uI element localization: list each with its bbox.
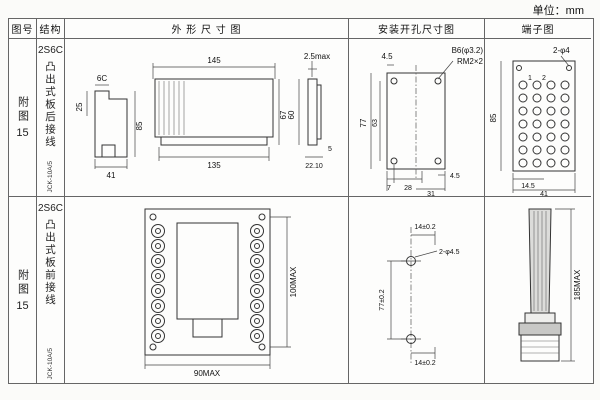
header-terminal: 端子图 <box>485 19 591 39</box>
note-2-phi45: 2-φ4.5 <box>439 249 460 256</box>
submodel-label-2: JCK-10A/5 <box>47 347 54 379</box>
mounting-drawing-front: 14±0.2 2-φ4.5 77±0.2 14±0.2 <box>379 224 460 367</box>
structure-label-2: 凸出式板前接线 <box>44 219 56 307</box>
plate-view <box>144 208 270 356</box>
dim-63: 63 <box>372 119 379 127</box>
header-fig: 图号 <box>9 19 37 39</box>
dim-2210: 22.10 <box>305 163 323 170</box>
cutout-outline <box>386 64 445 179</box>
dim-41: 41 <box>106 171 115 180</box>
fig-number-2: 15 <box>16 299 29 312</box>
dim-14-5: 14.5 <box>521 183 535 190</box>
dim-5: 5 <box>328 146 332 153</box>
structure-cell: 2S6C 凸出式板后接线 JCK-10A/5 <box>37 39 65 197</box>
terminal-drawing-cell-rear: 2-φ4 1 2 85 14.5 41 <box>485 39 591 197</box>
terminal-drawing-rear: 2-φ4 1 2 85 14.5 41 <box>489 46 576 198</box>
dim-77-front: 77±0.2 <box>379 289 386 310</box>
terminal-drawing-front: 185MAX <box>518 208 582 362</box>
relay-side-profile <box>518 208 562 362</box>
dim-85: 85 <box>135 121 144 130</box>
dim-85-terminal: 85 <box>489 113 498 122</box>
model-label: 2S6C <box>37 45 63 56</box>
pin-2: 2 <box>542 75 546 82</box>
mounting-dims-front: 14±0.2 2-φ4.5 77±0.2 14±0.2 <box>379 224 460 367</box>
header-structure: 结构 <box>37 19 65 39</box>
submodel-label: JCK-10A/5 <box>47 160 54 192</box>
dim-100max: 100MAX <box>289 266 298 297</box>
spec-table: 图号 结构 外 形 尺 寸 图 安装开孔尺寸图 端子图 附图 15 2S6C 凸… <box>8 18 594 384</box>
model-label-2: 2S6C <box>37 203 63 214</box>
mounting-dims: 4.5 B6(φ3.2) RM2×2 77 63 7 <box>359 46 484 198</box>
dim-7: 7 <box>387 185 391 192</box>
dim-77: 77 <box>359 118 368 127</box>
note-thread: RM2×2 <box>456 57 483 66</box>
fig-number-cell: 附图 15 <box>9 39 37 197</box>
dim-67: 67 <box>279 110 288 119</box>
note-hole: B6(φ3.2) <box>451 46 483 55</box>
dim-14-top: 14±0.2 <box>414 224 435 231</box>
note-2-phi4: 2-φ4 <box>553 46 570 55</box>
dim-135: 135 <box>207 161 221 170</box>
terminal-dims: 2-φ4 1 2 85 14.5 41 <box>489 46 576 198</box>
dim-90max: 90MAX <box>193 369 220 378</box>
dim-41-terminal: 41 <box>540 191 548 198</box>
dim-25max: 2.5max <box>303 52 329 61</box>
plate-dims: 90MAX 100MAX <box>144 216 298 378</box>
dim-25: 25 <box>75 102 84 111</box>
outline-drawing-front: 90MAX 100MAX <box>144 208 298 378</box>
outline-drawing-rear: 6C 25 85 41 145 <box>75 52 332 180</box>
header-outline: 外 形 尺 寸 图 <box>65 19 349 39</box>
dim-31: 31 <box>427 191 435 198</box>
dim-145: 145 <box>207 56 221 65</box>
terminal-drawing-cell-front: 185MAX <box>485 197 591 383</box>
outline-drawing-cell-rear: 6C 25 85 41 145 <box>65 39 349 197</box>
terminal-block <box>512 60 576 171</box>
dim-4-5-top: 4.5 <box>381 52 393 61</box>
front-view: 145 67 135 <box>152 56 288 170</box>
fig-label: 附图 <box>16 96 29 124</box>
terminal-dims-front: 185MAX <box>555 208 582 362</box>
mounting-drawing-cell-rear: 4.5 B6(φ3.2) RM2×2 77 63 7 <box>349 39 485 197</box>
dim-28: 28 <box>404 185 412 192</box>
outline-drawing-cell-front: 90MAX 100MAX <box>65 197 349 383</box>
pin-1: 1 <box>528 75 532 82</box>
table-header-row: 图号 结构 外 形 尺 寸 图 安装开孔尺寸图 端子图 <box>9 19 593 39</box>
dim-4-5-bottom: 4.5 <box>450 173 460 180</box>
panel-side-view: 2.5max 60 22.10 5 <box>287 52 332 170</box>
mounting-drawing-rear: 4.5 B6(φ3.2) RM2×2 77 63 7 <box>359 46 484 198</box>
dim-185max: 185MAX <box>573 269 582 300</box>
fig-label-2: 附图 <box>16 268 29 297</box>
header-mounting: 安装开孔尺寸图 <box>349 19 485 39</box>
hole-axis <box>400 227 421 365</box>
fig-number-cell-2: 附图 15 <box>9 197 37 383</box>
structure-label: 凸出式板后接线 <box>44 61 56 149</box>
structure-cell-2: 2S6C 凸出式板前接线 JCK-10A/5 <box>37 197 65 383</box>
table-row-rear-wiring: 附图 15 2S6C 凸出式板后接线 JCK-10A/5 <box>9 39 593 197</box>
side-profile-view: 6C 25 85 41 <box>75 74 144 180</box>
dim-14-bottom: 14±0.2 <box>414 360 435 367</box>
table-row-front-wiring: 附图 15 2S6C 凸出式板前接线 JCK-10A/5 <box>9 197 593 383</box>
mounting-drawing-cell-front: 14±0.2 2-φ4.5 77±0.2 14±0.2 <box>349 197 485 383</box>
dim-6c: 6C <box>96 74 106 83</box>
dim-60: 60 <box>287 110 296 119</box>
unit-label: 单位：mm <box>532 5 584 17</box>
fig-number: 15 <box>16 127 29 139</box>
